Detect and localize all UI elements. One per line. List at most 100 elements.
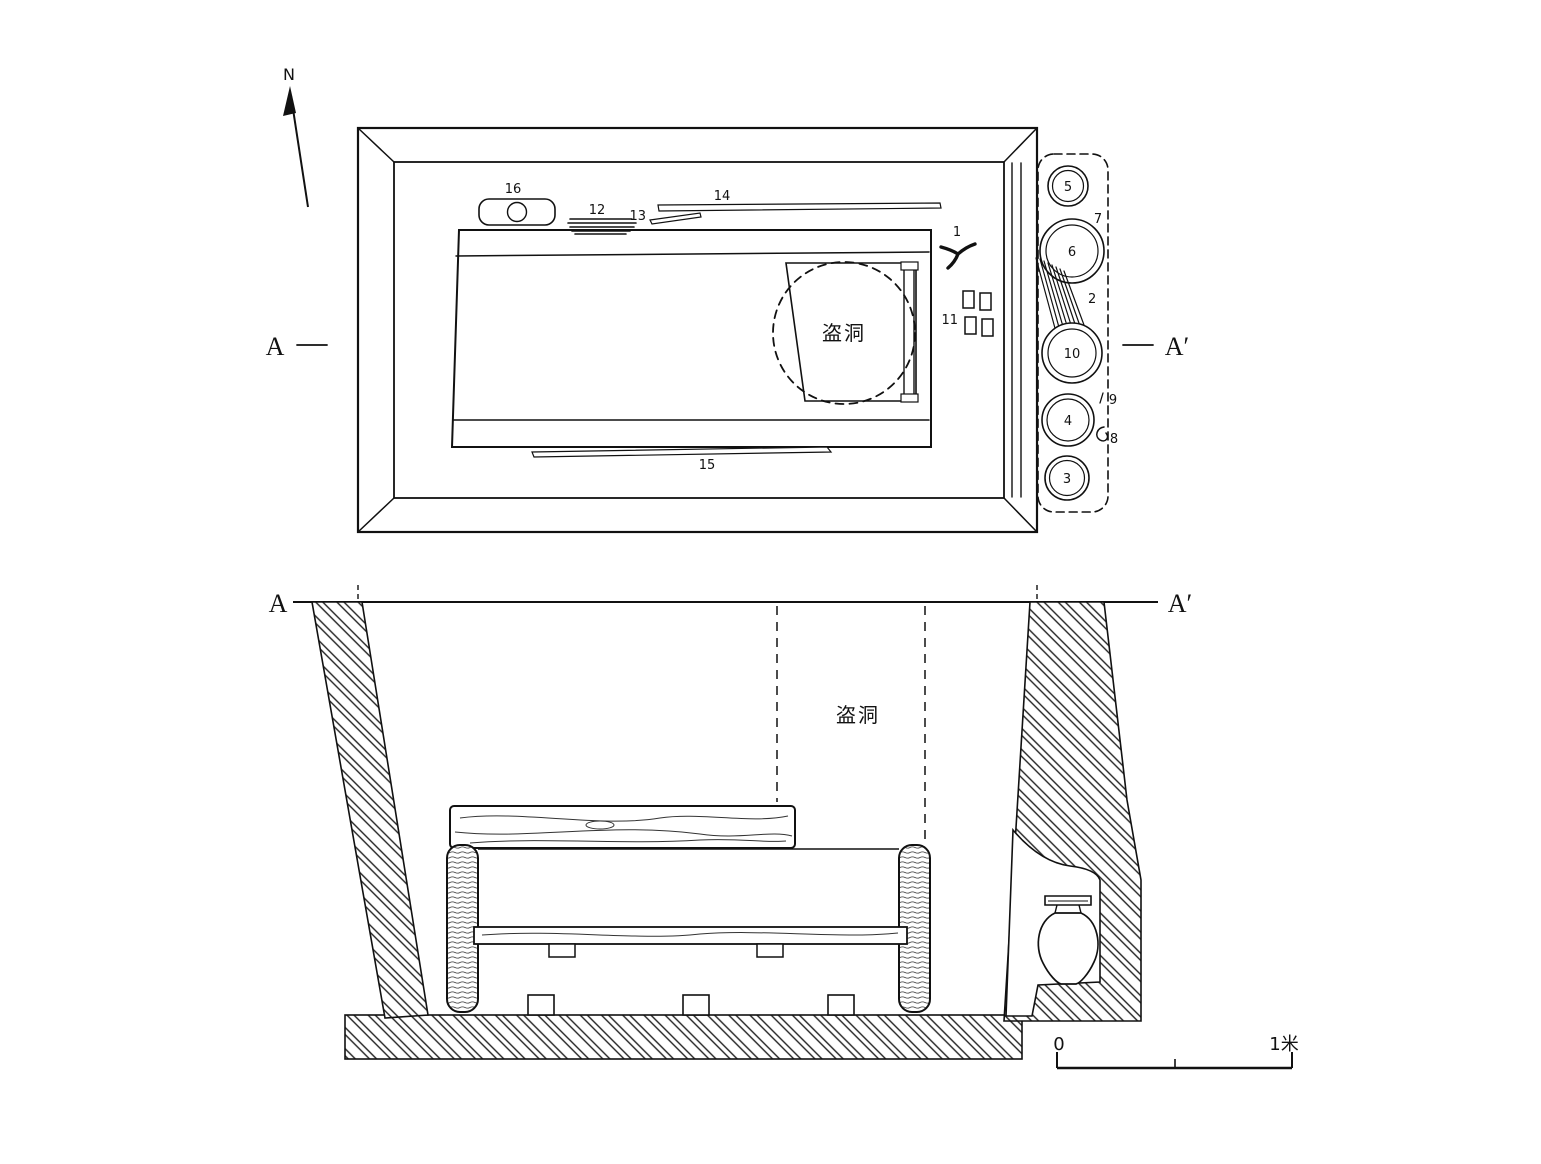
artifact-label-15: 15 <box>699 458 716 473</box>
end-board-cap <box>900 393 919 403</box>
pot-outer-rim <box>1041 393 1095 447</box>
plan-coffin <box>450 229 932 448</box>
pot-body <box>1037 912 1099 985</box>
artifact-9-mark <box>1099 392 1104 404</box>
pit-corner-miter <box>1003 497 1038 533</box>
pot-inner-rim <box>1048 459 1086 497</box>
artifact-label-12: 12 <box>589 203 606 218</box>
artifact-label-1: 1 <box>953 225 961 240</box>
coffin-foot-block <box>527 994 555 1016</box>
pit-floor-hatch <box>344 1014 1023 1060</box>
pot-outer-rim <box>1041 322 1103 384</box>
pot-inner-rim <box>1047 328 1097 378</box>
pot-5: 5 <box>1047 165 1089 207</box>
scale-bar: 0 1米 <box>1053 1034 1299 1070</box>
pot-neck-line <box>1078 904 1082 914</box>
section-view: A A′ <box>269 585 1192 1060</box>
long-rod-outline <box>531 446 833 458</box>
artifact-8-curl <box>1096 426 1109 442</box>
plaque <box>964 316 977 335</box>
artifact-label-9: 9 <box>1109 393 1117 408</box>
pit-corner-miter <box>357 497 395 533</box>
artifact-plaques: 11 <box>941 290 994 337</box>
headrest-hole <box>506 201 528 223</box>
plan-cut-right-label: A′ <box>1165 332 1189 361</box>
plan-robber-hole: 盗洞 <box>772 261 916 405</box>
pot-outer-rim <box>1044 455 1090 501</box>
niche-dashed-outline <box>1037 153 1109 513</box>
coffin-foot-block <box>682 994 710 1016</box>
artifact-label-11: 11 <box>941 313 958 328</box>
artifact-label-16: 16 <box>505 182 522 197</box>
pot-10: 10 <box>1041 322 1103 384</box>
section-earth <box>311 601 1142 1060</box>
coffin-top-plank-inner-line <box>455 251 930 257</box>
grain-knot <box>585 820 615 830</box>
floor-cross-batten <box>548 943 576 958</box>
plan-cut-marks: A A′ <box>266 332 1190 361</box>
pot-neck-line <box>1054 904 1058 914</box>
floor-cross-batten <box>756 943 784 958</box>
artifact-label-8: 8 <box>1110 432 1118 447</box>
robber-hole-dashed-circle <box>772 261 916 405</box>
pit-corner-miter <box>1003 127 1038 163</box>
short-stick-outline <box>649 212 702 225</box>
artifact-long-rod-top: 14 <box>657 189 942 212</box>
section-cut-right-label: A′ <box>1168 589 1192 618</box>
bundle-stick <box>1039 258 1061 332</box>
artifact-label-3: 3 <box>1063 472 1071 487</box>
plaque <box>962 290 975 309</box>
grain-line <box>469 839 787 844</box>
plan-niche: 5 7 6 2 10 <box>1035 153 1118 513</box>
artifact-label-4: 4 <box>1064 414 1072 429</box>
bundle-stick <box>1043 260 1065 331</box>
grain-line <box>454 829 793 837</box>
artifact-long-rod-bottom: 15 <box>531 446 833 473</box>
bundle-stick <box>1047 262 1069 330</box>
artifact-forked-object: 1 <box>939 225 977 270</box>
artifact-label-10: 10 <box>1064 347 1081 362</box>
artifact-label-14: 14 <box>714 189 731 204</box>
artifact-label-6: 6 <box>1068 245 1076 260</box>
artifact-headrest: 16 <box>478 182 556 226</box>
artifact-short-stick: 13 <box>629 209 702 225</box>
artifact-slips: 12 <box>567 203 637 235</box>
pot-inner-rim <box>1046 398 1090 442</box>
north-arrow-shaft <box>290 95 309 208</box>
plaque <box>979 292 992 311</box>
pot-inner-rim <box>1045 224 1099 278</box>
section-robber-hole: 盗洞 <box>776 606 926 842</box>
end-board-cap <box>900 261 919 271</box>
north-arrow: N <box>283 65 309 208</box>
floor-grain-line <box>481 932 899 937</box>
section-coffin <box>446 805 931 1016</box>
pot-outer-rim <box>1047 165 1089 207</box>
grain-line <box>459 815 789 822</box>
pot-inner-rim <box>1051 169 1085 203</box>
coffin-end-board-plan <box>903 267 915 399</box>
bundle-stick <box>1063 270 1085 326</box>
pit-left-wall-hatch <box>311 601 429 1019</box>
plan-view: 盗洞 16 12 13 14 1 <box>266 126 1190 534</box>
pot-4: 4 <box>1041 393 1095 447</box>
pot-3: 3 <box>1044 455 1090 501</box>
artifact-label-5: 5 <box>1064 180 1072 195</box>
bundle-stick <box>1059 268 1081 327</box>
artifact-label-7: 7 <box>1094 212 1102 227</box>
artifact-stick-bundle: 2 <box>1035 257 1096 333</box>
scale-zero-label: 0 <box>1053 1034 1064 1055</box>
scale-meter-label: 1米 <box>1269 1034 1298 1055</box>
bundle-stick <box>1055 266 1077 328</box>
coffin-foot-block <box>827 994 855 1016</box>
artifact-label-13: 13 <box>629 209 646 224</box>
bundle-stick <box>1051 264 1073 329</box>
section-niche-pot <box>1037 895 1099 985</box>
section-robber-hole-label: 盗洞 <box>836 704 880 727</box>
pot-6: 6 <box>1039 218 1105 284</box>
forked-object-outline <box>939 242 977 270</box>
north-arrowhead-icon <box>283 86 296 116</box>
pit-corner-miter <box>357 127 395 163</box>
coffin-outer-outline <box>450 229 932 448</box>
